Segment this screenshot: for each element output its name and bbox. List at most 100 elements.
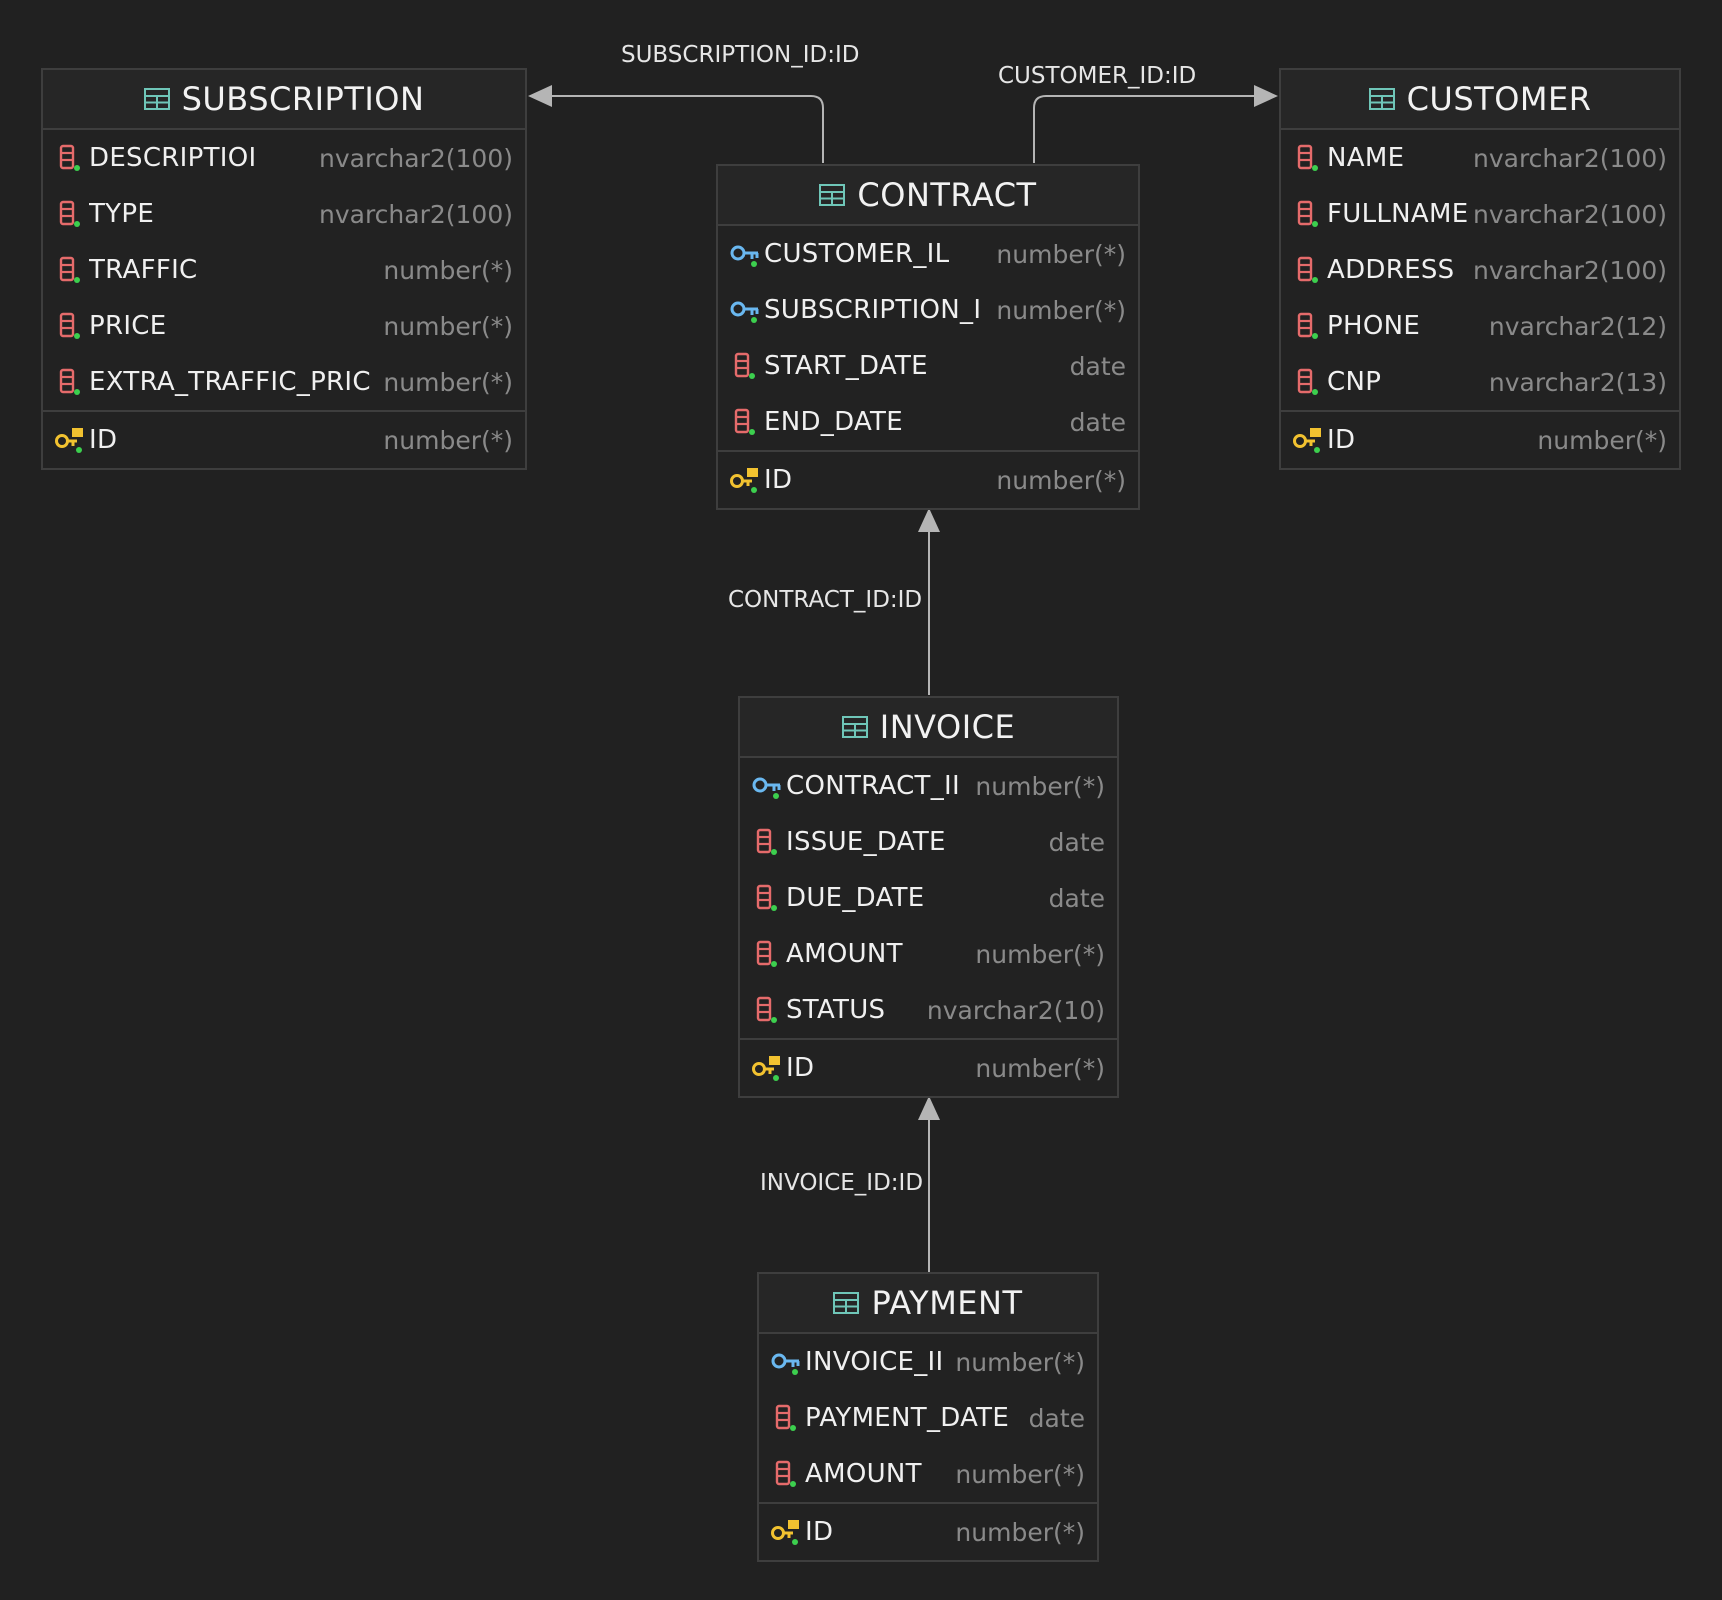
relationship-line-customer — [1033, 95, 1276, 163]
primary-key-icon — [730, 465, 760, 495]
primary-key-row[interactable]: ID number(*) — [759, 1502, 1097, 1560]
relationship-arrow-customer — [1254, 85, 1278, 107]
column-icon — [55, 143, 85, 173]
column-type: date — [1048, 883, 1105, 913]
relationship-label-invoice: INVOICE_ID:ID — [760, 1170, 924, 1196]
column-icon — [752, 883, 782, 913]
foreign-key-icon — [730, 239, 760, 269]
entity-title: INVOICE — [879, 708, 1016, 746]
column-name: ID — [764, 465, 793, 495]
column-type: number(*) — [996, 295, 1126, 325]
column-icon — [1293, 199, 1323, 229]
column-name: TRAFFIC — [89, 255, 198, 285]
column-name: NAME — [1327, 143, 1405, 173]
column-name: TYPE — [89, 199, 155, 229]
table-icon — [143, 88, 170, 110]
column-name: CONTRACT_II — [786, 771, 960, 801]
primary-key-icon — [55, 425, 85, 455]
column-icon — [55, 311, 85, 341]
primary-key-icon — [771, 1517, 801, 1547]
foreign-key-icon — [730, 295, 760, 325]
column-icon — [55, 199, 85, 229]
column-icon — [752, 939, 782, 969]
column-type: number(*) — [955, 1517, 1085, 1547]
column-icon — [771, 1403, 801, 1433]
column-row[interactable]: STATUS nvarchar2(10) — [740, 982, 1117, 1038]
column-name: STATUS — [786, 995, 886, 1025]
entity-title: SUBSCRIPTION — [181, 80, 425, 118]
table-icon — [841, 716, 868, 738]
column-type: nvarchar2(10) — [926, 995, 1105, 1025]
column-row[interactable]: CONTRACT_II number(*) — [740, 758, 1117, 814]
column-name: DESCRIPTIOI — [89, 143, 257, 173]
column-row[interactable]: AMOUNT number(*) — [759, 1446, 1097, 1502]
column-type: nvarchar2(100) — [1472, 255, 1667, 285]
column-type: date — [1048, 827, 1105, 857]
table-icon — [1368, 88, 1395, 110]
column-type: nvarchar2(100) — [318, 199, 513, 229]
entity-header[interactable]: INVOICE — [740, 698, 1117, 758]
column-row[interactable]: DESCRIPTIOI nvarchar2(100) — [43, 130, 525, 186]
column-type: date — [1028, 1403, 1085, 1433]
column-icon — [1293, 367, 1323, 397]
column-name: AMOUNT — [805, 1459, 922, 1489]
entity-header[interactable]: CONTRACT — [718, 166, 1138, 226]
table-icon — [833, 1292, 860, 1314]
column-name: INVOICE_II — [805, 1347, 944, 1377]
column-type: number(*) — [975, 939, 1105, 969]
column-icon — [1293, 311, 1323, 341]
column-type: date — [1069, 407, 1126, 437]
column-name: DUE_DATE — [786, 883, 925, 913]
column-icon — [771, 1459, 801, 1489]
column-type: number(*) — [383, 367, 513, 397]
entity-header[interactable]: PAYMENT — [759, 1274, 1097, 1334]
column-icon — [55, 367, 85, 397]
column-type: nvarchar2(100) — [318, 143, 513, 173]
table-icon — [819, 184, 846, 206]
column-type: number(*) — [975, 771, 1105, 801]
column-name: ID — [805, 1517, 834, 1547]
column-row[interactable]: TYPE nvarchar2(100) — [43, 186, 525, 242]
column-type: number(*) — [955, 1459, 1085, 1489]
column-name: ID — [1327, 425, 1356, 455]
primary-key-icon — [1293, 425, 1323, 455]
entity-header[interactable]: SUBSCRIPTION — [43, 70, 525, 130]
relationship-line-subscription — [530, 95, 824, 163]
entity-title: CONTRACT — [857, 176, 1037, 214]
column-type: nvarchar2(12) — [1488, 311, 1667, 341]
entity-header[interactable]: CUSTOMER — [1281, 70, 1679, 130]
column-name: ID — [786, 1053, 815, 1083]
column-icon — [1293, 143, 1323, 173]
column-type: nvarchar2(100) — [1472, 199, 1667, 229]
column-name: PRICE — [89, 311, 167, 341]
column-row[interactable]: DUE_DATE date — [740, 870, 1117, 926]
column-icon — [752, 995, 782, 1025]
